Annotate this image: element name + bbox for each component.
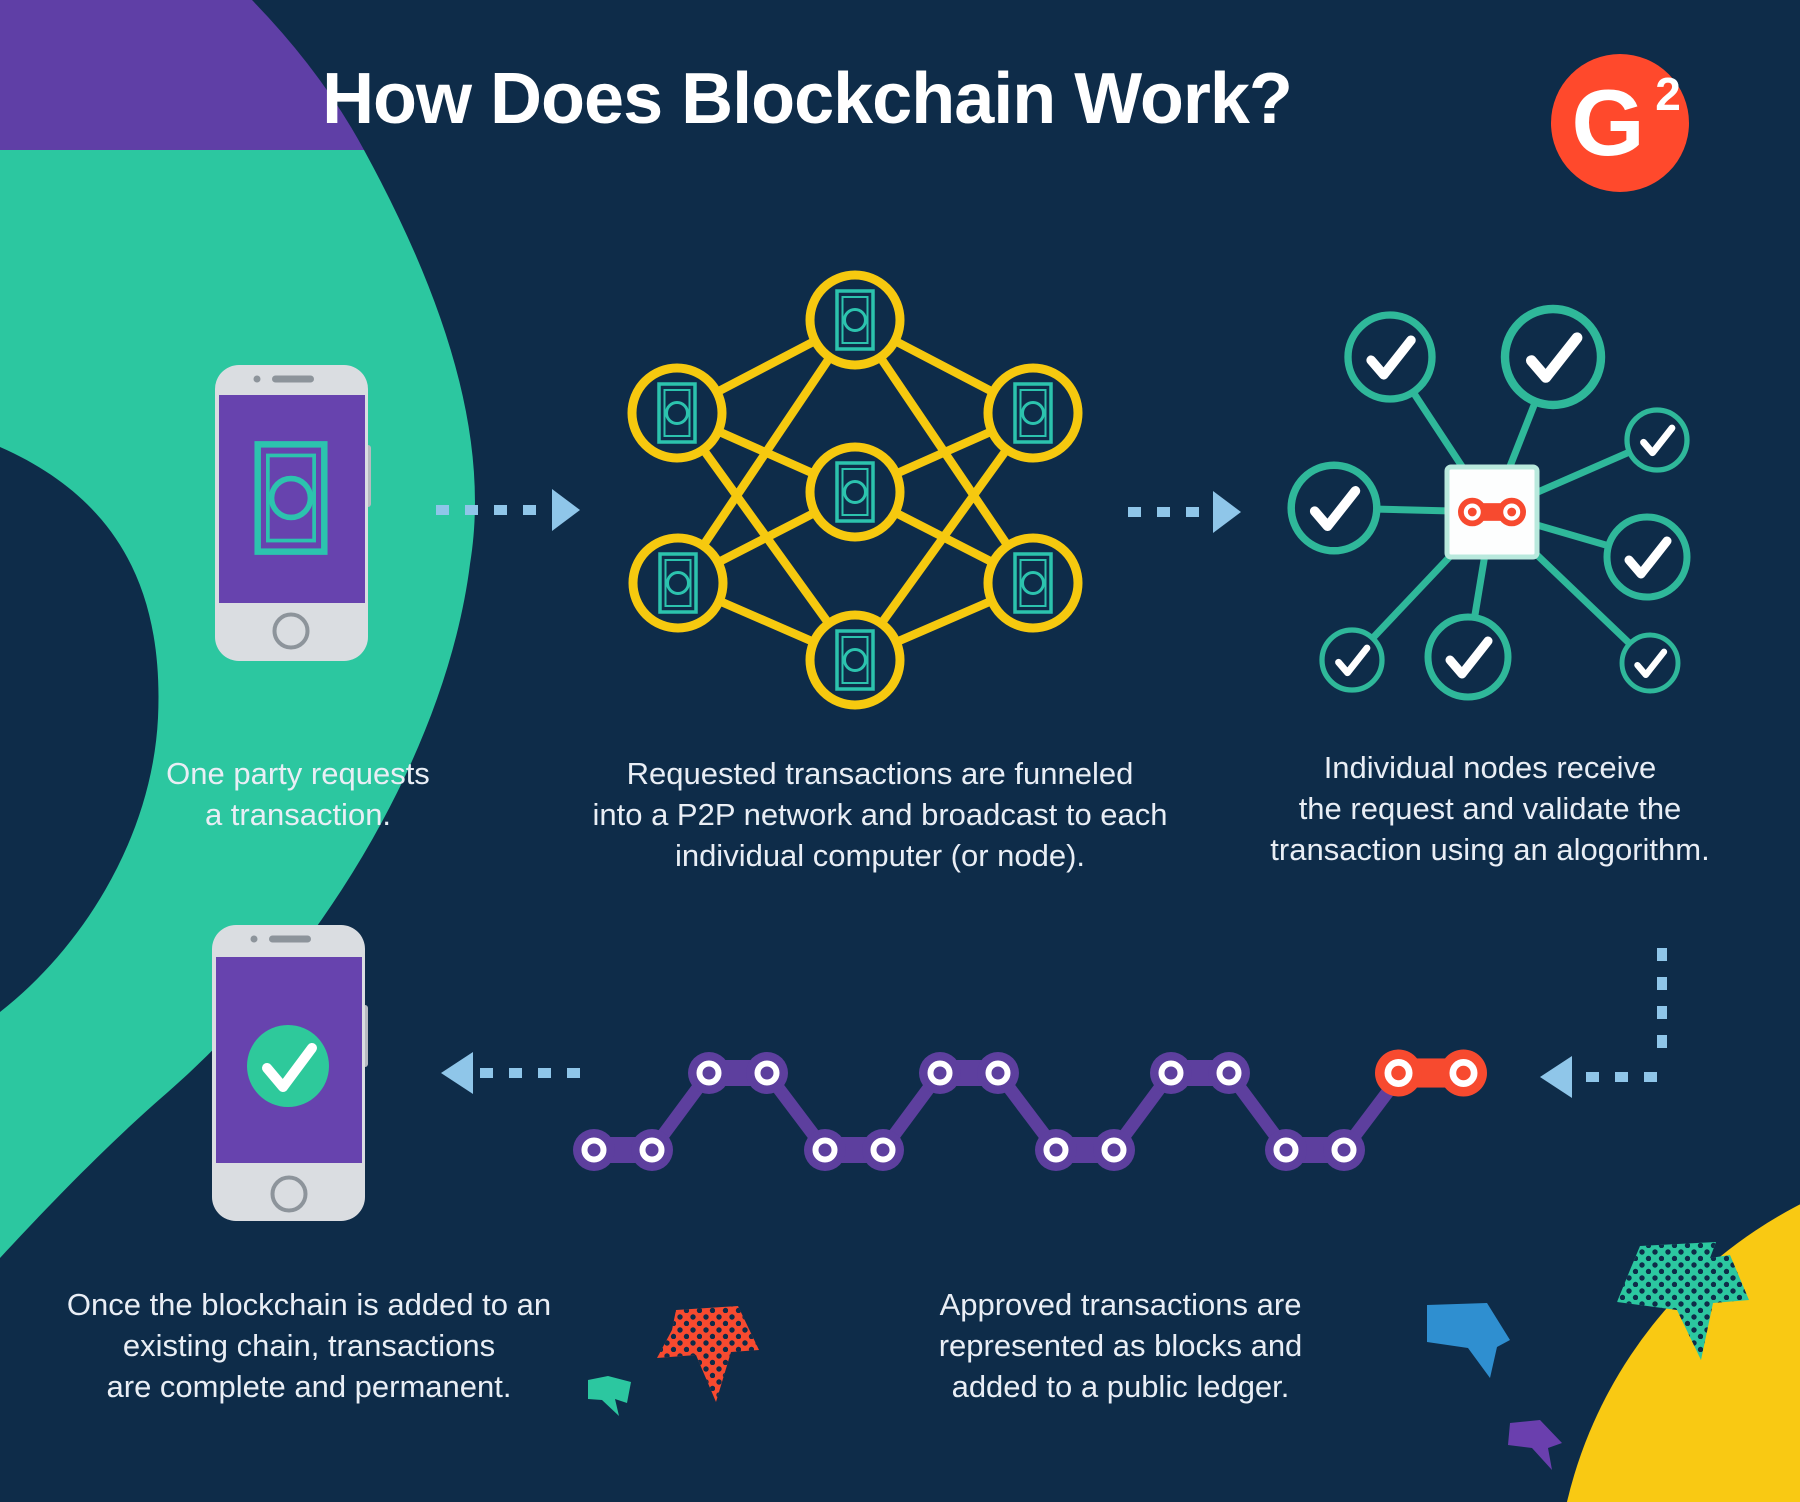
validator-node-check-icon <box>1291 465 1377 551</box>
caption-step-complete: Once the blockchain is added to an exist… <box>66 1287 552 1404</box>
page-title: How Does Blockchain Work? <box>322 59 1293 139</box>
validator-node-check-icon <box>1428 617 1508 697</box>
p2p-node <box>988 538 1078 628</box>
teal-dotted-arrow-decoration <box>1617 1242 1749 1360</box>
chain-link <box>919 1052 1019 1094</box>
phone-home-button <box>270 1175 308 1213</box>
p2p-node <box>633 538 723 628</box>
caption-step-p2p: Requested transactions are funneled into… <box>592 756 1168 873</box>
phone-home-button <box>272 612 310 650</box>
validator-node-check-icon <box>1505 309 1601 405</box>
phone-screen <box>219 395 365 603</box>
p2p-node <box>988 368 1078 458</box>
dashed-arrow-right-2 <box>1128 491 1241 533</box>
blockchain-chain-illustration <box>573 1049 1487 1171</box>
dashed-arrow-right-1 <box>436 489 580 531</box>
background-ring-cap <box>0 0 364 150</box>
g2-logo-circle <box>1551 54 1689 192</box>
p2p-node <box>810 615 900 705</box>
validator-node-check-icon <box>1607 517 1687 597</box>
p2p-node <box>810 275 900 365</box>
caption-step-validate: Individual nodes receive the request and… <box>1270 750 1710 867</box>
phone-camera-icon <box>250 935 258 943</box>
chain-link <box>1265 1129 1365 1171</box>
validator-node-check-icon <box>1322 630 1382 690</box>
p2p-node <box>810 447 900 537</box>
phone-speaker <box>272 375 314 383</box>
phone-request-illustration <box>215 365 371 661</box>
dashed-arrow-left <box>441 1052 585 1094</box>
red-dotted-arrow-decoration <box>657 1306 759 1402</box>
validator-node-check-icon <box>1348 315 1432 399</box>
p2p-network-illustration <box>632 275 1078 705</box>
dashed-arrow-down-elbow <box>1540 948 1667 1098</box>
validator-node-check-icon <box>1622 635 1678 691</box>
chain-link <box>573 1129 673 1171</box>
success-circle <box>247 1025 329 1107</box>
validation-cluster-illustration <box>1291 309 1687 697</box>
chain-link-new-block <box>1375 1049 1487 1096</box>
phone-speaker <box>269 935 311 943</box>
teal-pentagon-decoration <box>588 1376 631 1416</box>
p2p-node <box>632 368 722 458</box>
phone-camera-icon <box>253 375 261 383</box>
phone-confirmed-illustration <box>212 925 368 1221</box>
validator-node-check-icon <box>1627 410 1687 470</box>
g2-logo-letter: G <box>1571 70 1644 175</box>
chain-link <box>688 1052 788 1094</box>
yellow-blob <box>1567 1204 1800 1502</box>
g2-logo: G 2 <box>1551 54 1689 192</box>
chain-link <box>1035 1129 1135 1171</box>
caption-step-request: One party requests a transaction. <box>166 756 430 832</box>
success-check-icon <box>262 1043 317 1092</box>
blue-pentagon-decoration <box>1427 1303 1510 1378</box>
chain-link <box>804 1129 904 1171</box>
purple-pentagon-decoration <box>1508 1420 1562 1470</box>
caption-step-ledger: Approved transactions are represented as… <box>938 1287 1303 1404</box>
g2-logo-superscript: 2 <box>1655 68 1681 120</box>
chain-link <box>1150 1052 1250 1094</box>
